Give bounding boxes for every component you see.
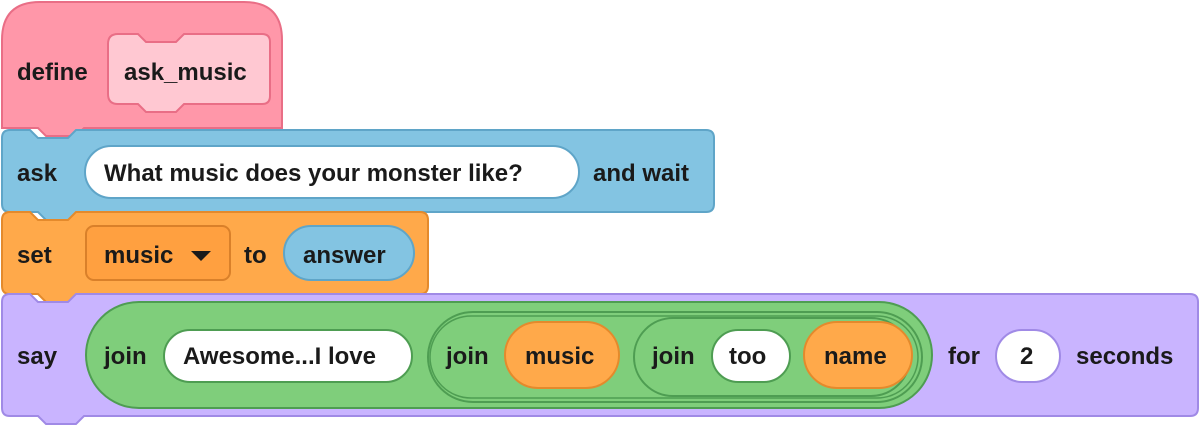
join-inner-label: join <box>651 343 695 370</box>
secs-input[interactable] <box>995 329 1061 383</box>
ask-and-wait-block[interactable]: ask What music does your monster like? a… <box>1 129 715 221</box>
variable-dropdown[interactable] <box>85 225 231 281</box>
ask-label: ask <box>17 160 58 187</box>
set-label: set <box>17 242 52 269</box>
join-outer-label: join <box>103 343 147 370</box>
and-wait-label: and wait <box>593 160 689 187</box>
name-variable-label: name <box>824 343 887 370</box>
variable-name: music <box>104 242 173 269</box>
join-mid-inner-outline <box>429 315 919 399</box>
define-label: define <box>17 59 88 86</box>
join-text-input[interactable] <box>163 329 413 383</box>
caret-down-icon <box>191 251 211 261</box>
to-label: to <box>244 242 267 269</box>
say-for-secs-block[interactable]: say join Awesome...I love join music joi… <box>1 293 1199 425</box>
proc-name-label: ask_music <box>124 59 247 86</box>
too-text-input[interactable] <box>711 329 791 383</box>
answer-reporter[interactable] <box>283 225 415 281</box>
question-text: What music does your monster like? <box>104 160 523 187</box>
set-variable-block[interactable]: set music to answer <box>1 211 429 303</box>
join-text-value: Awesome...I love <box>183 343 376 370</box>
question-input[interactable] <box>84 145 580 199</box>
say-label: say <box>17 343 58 370</box>
too-text-value: too <box>729 343 766 370</box>
for-label: for <box>948 343 980 370</box>
music-variable-label: music <box>525 343 594 370</box>
music-variable-reporter[interactable] <box>504 321 620 389</box>
secs-value: 2 <box>1020 343 1033 370</box>
proc-prototype[interactable] <box>107 33 271 113</box>
join-mid-label: join <box>445 343 489 370</box>
define-block[interactable]: define ask_music <box>1 1 283 137</box>
name-variable-reporter[interactable] <box>803 321 913 389</box>
seconds-label: seconds <box>1076 343 1173 370</box>
answer-label: answer <box>303 242 386 269</box>
